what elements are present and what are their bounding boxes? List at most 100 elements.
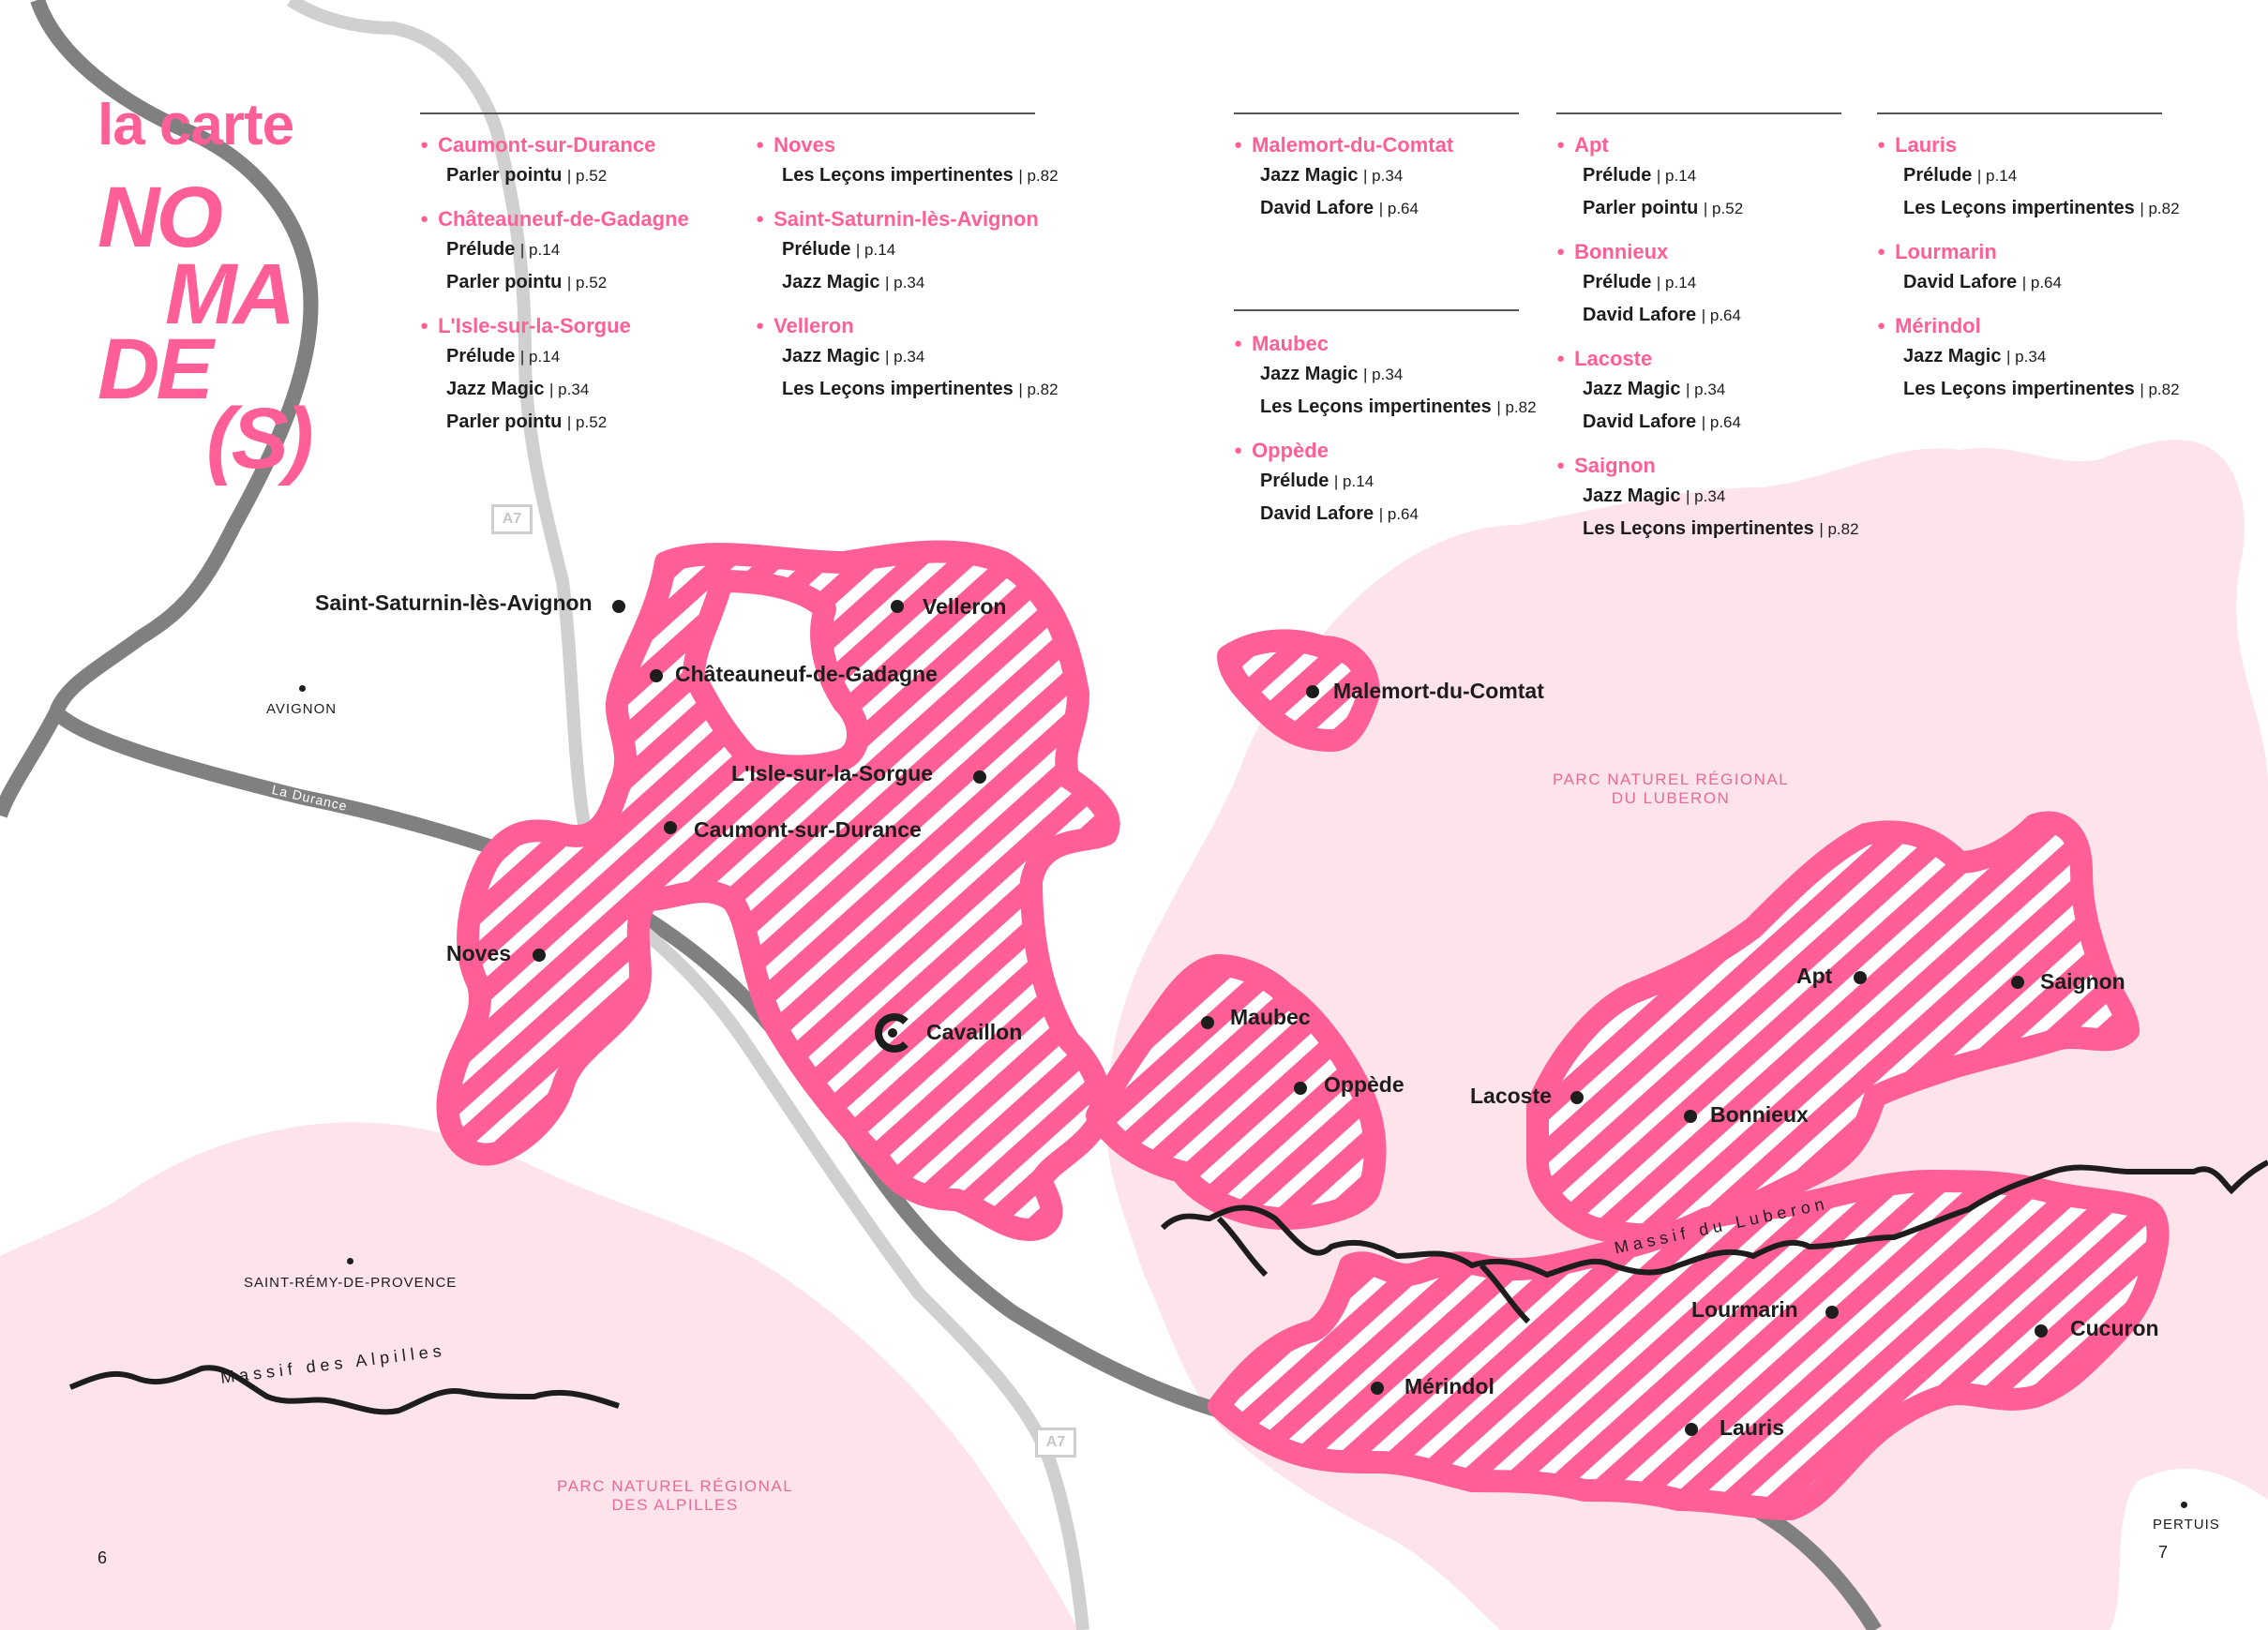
- town-name: Bonnieux: [1556, 240, 1859, 264]
- massif-alpilles-ridge: [68, 1365, 620, 1415]
- place-dot: [1570, 1091, 1584, 1104]
- page-ref: | p.82: [2140, 200, 2180, 217]
- show-name: Parler pointu: [446, 165, 563, 186]
- zone-maubec-oppede: [1086, 954, 1387, 1230]
- header-rule-col5: [1877, 112, 2162, 114]
- index-entry: Lacoste Jazz Magic | p.34 David Lafore |…: [1556, 347, 1859, 433]
- page-ref: | p.34: [549, 381, 590, 398]
- show-name: Prélude: [1583, 272, 1652, 292]
- show-name: Prélude: [1903, 165, 1973, 186]
- city-dot: [2181, 1502, 2187, 1508]
- place-label: Oppède: [1324, 1072, 1404, 1097]
- show-name: Les Leçons impertinentes: [1260, 396, 1492, 417]
- index-column-4: Apt Prélude | p.14 Parler pointu | p.52 …: [1556, 133, 1859, 561]
- show-name: David Lafore: [1583, 305, 1697, 325]
- park-label-line: PARC NATUREL RÉGIONAL: [1553, 770, 1790, 788]
- place-dot: [612, 600, 625, 613]
- page-ref: | p.82: [1819, 520, 1859, 538]
- show-name: Jazz Magic: [446, 379, 545, 399]
- title-la-carte: la carte: [98, 93, 294, 157]
- header-rule-col3-mid: [1234, 309, 1519, 311]
- show-line: Parler pointu | p.52: [446, 165, 689, 187]
- town-name: L'Isle-sur-la-Sorgue: [420, 314, 689, 338]
- a7-highway: [287, 0, 1089, 1630]
- page-ref: | p.14: [1656, 167, 1697, 185]
- header-rule-col4: [1556, 112, 1841, 114]
- place-dot: [1854, 971, 1867, 984]
- show-name: David Lafore: [1260, 503, 1374, 524]
- show-line: Prélude | p.14: [782, 239, 1059, 261]
- place-label: Lauris: [1720, 1415, 1785, 1440]
- park-label-line: DES ALPILLES: [611, 1496, 739, 1515]
- index-column-1: Caumont-sur-Durance Parler pointu | p.52…: [420, 133, 689, 454]
- index-entry: Caumont-sur-Durance Parler pointu | p.52: [420, 133, 689, 187]
- show-name: Les Leçons impertinentes: [1583, 518, 1814, 539]
- show-line: David Lafore | p.64: [1903, 272, 2180, 293]
- page-ref: | p.82: [2140, 381, 2180, 398]
- page-ref: | p.34: [885, 348, 925, 366]
- page-ref: | p.64: [1701, 307, 1741, 324]
- show-line: David Lafore | p.64: [1260, 503, 1537, 525]
- show-line: Prélude | p.14: [1903, 165, 2180, 187]
- place-dot: [650, 669, 663, 682]
- show-name: Prélude: [1583, 165, 1652, 186]
- show-line: Les Leçons impertinentes | p.82: [782, 165, 1059, 187]
- page-number-right: 7: [2158, 1543, 2169, 1562]
- page-ref: | p.64: [1701, 413, 1741, 431]
- place-dot: [1685, 1423, 1698, 1436]
- title-nomades-de: DE: [98, 322, 214, 417]
- show-line: Parler pointu | p.52: [446, 272, 689, 293]
- town-name: Saignon: [1556, 454, 1859, 478]
- show-name: Jazz Magic: [1903, 346, 2002, 366]
- show-line: Prélude | p.14: [1583, 272, 1859, 293]
- alpilles-park-area: [0, 1122, 1078, 1630]
- town-name: Velleron: [756, 314, 1059, 338]
- show-line: Prélude | p.14: [1583, 165, 1859, 187]
- show-name: Jazz Magic: [1260, 165, 1359, 186]
- rhone-river: [0, 0, 319, 818]
- show-name: Jazz Magic: [1260, 364, 1359, 384]
- place-label: Velleron: [923, 594, 1007, 619]
- show-name: Les Leçons impertinentes: [782, 165, 1014, 186]
- page-ref: | p.14: [855, 241, 896, 259]
- show-line: Jazz Magic | p.34: [1583, 486, 1859, 507]
- zone-malemort: [1217, 629, 1380, 752]
- index-column-2: Noves Les Leçons impertinentes | p.82 Sa…: [756, 133, 1059, 421]
- place-dot: [1294, 1082, 1307, 1095]
- index-entry: Apt Prélude | p.14 Parler pointu | p.52: [1556, 133, 1859, 219]
- show-name: Prélude: [1260, 471, 1329, 491]
- place-label: Lourmarin: [1691, 1297, 1798, 1322]
- place-label: Cucuron: [2070, 1316, 2159, 1340]
- page-ref: | p.34: [1686, 487, 1726, 505]
- index-entry: Mérindol Jazz Magic | p.34 Les Leçons im…: [1877, 314, 2180, 400]
- place-label: Malemort-du-Comtat: [1333, 679, 1544, 703]
- town-name: Caumont-sur-Durance: [420, 133, 689, 157]
- place-label: Maubec: [1230, 1005, 1311, 1029]
- page-ref: | p.52: [1703, 200, 1744, 217]
- show-name: Parler pointu: [1583, 198, 1699, 218]
- show-name: Prélude: [782, 239, 851, 260]
- page-ref: | p.14: [1333, 472, 1374, 490]
- city-label: SAINT-RÉMY-DE-PROVENCE: [244, 1275, 458, 1291]
- header-rule-col3: [1234, 112, 1519, 114]
- show-line: Les Leçons impertinentes | p.82: [782, 379, 1059, 400]
- show-name: Jazz Magic: [782, 346, 880, 366]
- park-label-alpilles: PARC NATUREL RÉGIONAL DES ALPILLES: [557, 1477, 793, 1516]
- place-label: Saignon: [2040, 969, 2125, 994]
- page-ref: | p.82: [1018, 167, 1059, 185]
- place-dot: [533, 949, 546, 962]
- show-line: Les Leçons impertinentes | p.82: [1583, 518, 1859, 540]
- show-line: Jazz Magic | p.34: [782, 272, 1059, 293]
- city-dot: [347, 1258, 353, 1264]
- show-line: David Lafore | p.64: [1260, 198, 1453, 219]
- show-name: Les Leçons impertinentes: [1903, 198, 2135, 218]
- place-label: Bonnieux: [1710, 1102, 1809, 1127]
- title-nomades-s: (S): [206, 391, 314, 486]
- town-name: Apt: [1556, 133, 1859, 157]
- show-line: Jazz Magic | p.34: [446, 379, 689, 400]
- show-name: Les Leçons impertinentes: [782, 379, 1014, 399]
- show-line: Jazz Magic | p.34: [1260, 165, 1453, 187]
- show-line: David Lafore | p.64: [1583, 305, 1859, 326]
